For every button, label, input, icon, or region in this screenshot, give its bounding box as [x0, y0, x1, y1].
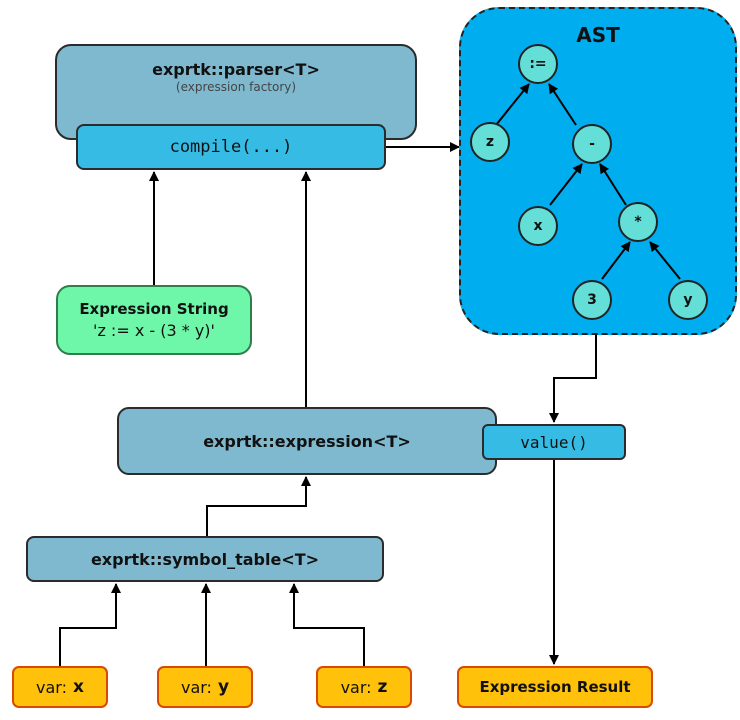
- ast-edge-three-mult: [601, 241, 631, 280]
- compile-method: compile(...): [76, 124, 386, 170]
- expression-string-value: 'z := x - (3 * y)': [93, 321, 215, 340]
- symbol-table-title: exprtk::symbol_table<T>: [90, 549, 320, 569]
- parser-title: exprtk::parser<T>: [152, 60, 320, 79]
- ast-edge-minus-assign: [548, 83, 577, 126]
- var-z-box: var:z: [316, 666, 412, 708]
- arrow-ast-to-value: [549, 335, 597, 423]
- var-x-name: x: [73, 677, 84, 697]
- ast-node-minus: -: [572, 124, 612, 164]
- var-y-prefix: var:: [180, 677, 212, 697]
- ast-edge-y-mult: [649, 241, 681, 280]
- expression-box: exprtk::expression<T>: [117, 407, 497, 475]
- ast-title: AST: [576, 23, 620, 47]
- ast-node-assign: :=: [518, 44, 558, 84]
- expression-string-box: Expression String 'z := x - (3 * y)': [56, 285, 252, 355]
- expression-string-title: Expression String: [79, 300, 229, 318]
- arrow-symtab-to-expression: [206, 476, 311, 536]
- ast-node-x: x: [518, 206, 558, 246]
- symbol-table-box: exprtk::symbol_table<T>: [26, 536, 384, 582]
- var-z-prefix: var:: [340, 677, 372, 697]
- arrow-varx-to-symtab: [59, 583, 121, 666]
- expression-result-label: Expression Result: [479, 678, 631, 696]
- var-x-box: var: x: [12, 666, 108, 708]
- ast-edge-mult-minus: [599, 163, 627, 206]
- var-y-name: y: [217, 677, 230, 697]
- var-z-name: z: [377, 677, 388, 697]
- var-x-prefix: var:: [36, 677, 67, 697]
- ast-edge-z-assign: [495, 83, 530, 126]
- ast-node-y: y: [668, 280, 708, 320]
- var-y-box: var:y: [157, 666, 253, 708]
- expression-title: exprtk::expression<T>: [203, 431, 411, 451]
- ast-edge-x-minus: [549, 163, 583, 206]
- parser-subtitle: (expression factory): [175, 80, 297, 94]
- value-method: value(): [482, 424, 626, 460]
- ast-node-z: z: [470, 122, 510, 162]
- ast-node-three: 3: [572, 280, 612, 320]
- arrow-varz-to-symtab: [289, 583, 365, 666]
- expression-result-box: Expression Result: [457, 666, 653, 708]
- ast-node-mult: *: [618, 202, 658, 242]
